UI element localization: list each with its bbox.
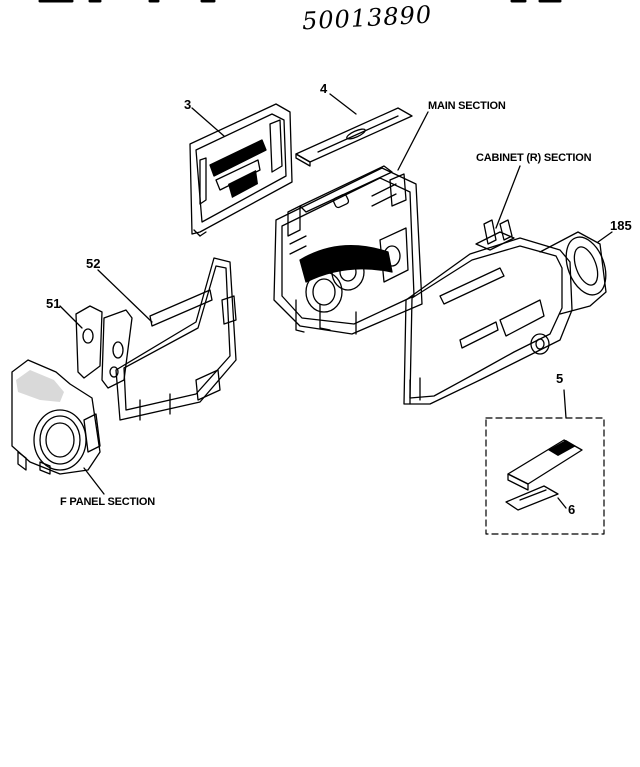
leader-part-3 bbox=[192, 108, 224, 136]
label-cabinet-r-section: CABINET (R) SECTION bbox=[476, 152, 592, 164]
leader-part-51 bbox=[60, 306, 82, 328]
leader-part-4 bbox=[330, 94, 356, 114]
remote-control-cover bbox=[506, 486, 558, 510]
f-panel-section bbox=[12, 360, 100, 474]
cabinet-r-section bbox=[404, 220, 613, 404]
leader-main-section bbox=[398, 112, 428, 170]
main-section-mechanism bbox=[274, 166, 422, 334]
leader-part-185 bbox=[598, 232, 612, 242]
leader-f-panel-section bbox=[84, 468, 104, 494]
accessory-group bbox=[486, 390, 604, 534]
part-4-plate bbox=[296, 108, 412, 166]
part-3-bracket bbox=[190, 104, 292, 236]
label-part-4: 4 bbox=[320, 81, 328, 96]
label-part-3: 3 bbox=[184, 97, 192, 112]
part-52-frame bbox=[116, 258, 236, 420]
label-part-6: 6 bbox=[568, 502, 576, 517]
label-main-section: MAIN SECTION bbox=[428, 100, 506, 112]
leader-part-52 bbox=[98, 270, 152, 322]
label-f-panel-section: F PANEL SECTION bbox=[60, 496, 155, 508]
label-part-185: 185 bbox=[610, 218, 632, 233]
label-part-52: 52 bbox=[86, 256, 101, 271]
leader-cabinet-r-section bbox=[496, 166, 520, 228]
part-51-bracket bbox=[76, 306, 132, 388]
label-part-5: 5 bbox=[556, 371, 564, 386]
label-part-51: 51 bbox=[46, 296, 61, 311]
